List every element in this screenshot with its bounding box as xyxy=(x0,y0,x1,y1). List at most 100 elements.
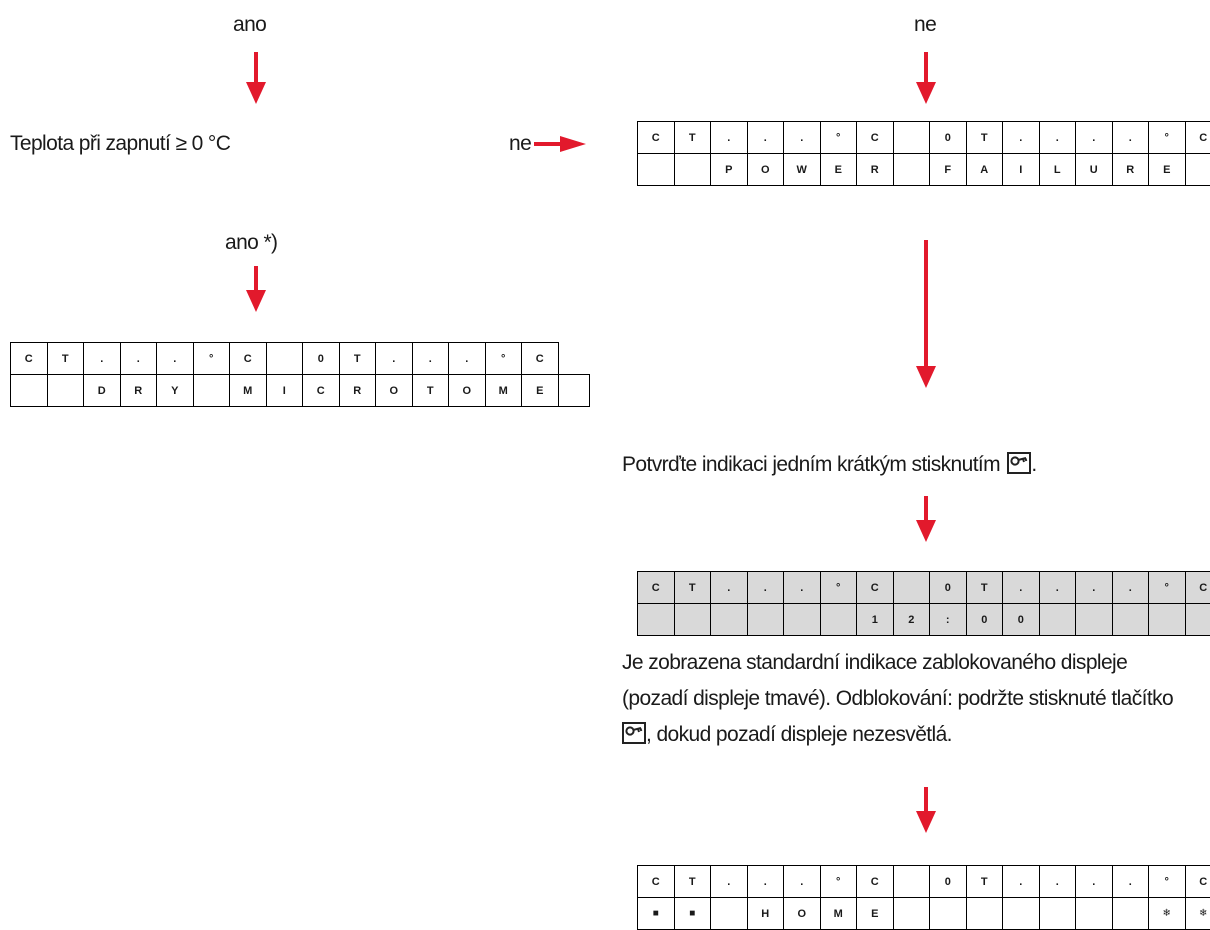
block-icon: ■ xyxy=(638,898,675,930)
display-cell: . xyxy=(120,343,157,375)
display-cell: . xyxy=(1112,122,1149,154)
display-cell: W xyxy=(784,154,821,186)
display-cell: . xyxy=(747,572,784,604)
temp-question-text: Teplota při zapnutí ≥ 0 °C xyxy=(10,132,230,155)
display-cell: . xyxy=(1039,572,1076,604)
display-cell: T xyxy=(966,866,1003,898)
display-cell: C xyxy=(522,343,559,375)
display-cell xyxy=(711,604,748,636)
display-cell: Y xyxy=(157,375,194,407)
display-cell xyxy=(893,572,930,604)
label-ano-top: ano xyxy=(233,12,266,38)
display-cell: ° xyxy=(1149,122,1186,154)
display-cell: T xyxy=(412,375,449,407)
display-cell xyxy=(711,898,748,930)
display-cell: . xyxy=(711,572,748,604)
display-cell: O xyxy=(449,375,486,407)
display-cell: . xyxy=(711,122,748,154)
arrow-down-2 xyxy=(246,266,266,312)
display-cell: T xyxy=(674,866,711,898)
display-cell xyxy=(1076,898,1113,930)
display-cell: : xyxy=(930,604,967,636)
display-cell xyxy=(193,375,230,407)
display-cell: . xyxy=(1112,866,1149,898)
display-cell: 0 xyxy=(1003,604,1040,636)
display-cell: . xyxy=(157,343,194,375)
display-cell: . xyxy=(747,866,784,898)
arrow-right xyxy=(534,136,586,152)
label-ano-star: ano *) xyxy=(225,230,277,256)
display-cell xyxy=(893,866,930,898)
display-cell: C xyxy=(857,122,894,154)
display-cell: U xyxy=(1076,154,1113,186)
display-cell: E xyxy=(1149,154,1186,186)
display-cell: T xyxy=(339,343,376,375)
display-cell: E xyxy=(522,375,559,407)
display-cell: ° xyxy=(820,122,857,154)
display-cell xyxy=(47,375,84,407)
display-cell: O xyxy=(376,375,413,407)
key-icon xyxy=(1007,452,1031,474)
display-cell: O xyxy=(747,154,784,186)
display-cell: C xyxy=(11,343,48,375)
display-cell: ° xyxy=(193,343,230,375)
display-cell: ° xyxy=(1149,572,1186,604)
arrow-down-4 xyxy=(916,240,936,388)
display-cell: T xyxy=(966,572,1003,604)
display-cell: M xyxy=(820,898,857,930)
display-cell: . xyxy=(84,343,121,375)
display-cell xyxy=(558,375,590,407)
display-cell: R xyxy=(339,375,376,407)
info-line-3-text: , dokud pozadí displeje nezesvětlá. xyxy=(646,723,952,746)
display-cell: F xyxy=(930,154,967,186)
display-cell xyxy=(638,604,675,636)
info-line-3: , dokud pozadí displeje nezesvětlá. xyxy=(622,722,952,748)
display-cell: . xyxy=(1003,572,1040,604)
display-cell: C xyxy=(857,866,894,898)
display-cell: ° xyxy=(820,572,857,604)
display-cell: . xyxy=(1039,122,1076,154)
display-cell: 0 xyxy=(930,866,967,898)
display-cell: P xyxy=(711,154,748,186)
display-cell: T xyxy=(674,572,711,604)
display-cell: C xyxy=(1185,866,1210,898)
display-cell: R xyxy=(120,375,157,407)
display-cell: O xyxy=(784,898,821,930)
display-cell xyxy=(1039,898,1076,930)
display-cell: C xyxy=(303,375,340,407)
display-cell: T xyxy=(674,122,711,154)
display-cell xyxy=(784,604,821,636)
display-cell xyxy=(1112,898,1149,930)
display-cell: . xyxy=(1076,572,1113,604)
display-cell: C xyxy=(1185,572,1210,604)
display-cell: H xyxy=(747,898,784,930)
display-cell xyxy=(1185,604,1210,636)
arrow-down-5 xyxy=(916,496,936,542)
arrow-down-1 xyxy=(246,52,266,104)
confirm-text: Potvrďte indikaci jedním krátkým stisknu… xyxy=(622,453,1000,476)
display-cell: R xyxy=(1112,154,1149,186)
display-cell: . xyxy=(784,866,821,898)
display-cell xyxy=(893,154,930,186)
display-cell: . xyxy=(449,343,486,375)
display-cell xyxy=(893,898,930,930)
display-cell xyxy=(1112,604,1149,636)
display-cell xyxy=(638,154,675,186)
display-cell: ° xyxy=(820,866,857,898)
display-cell: . xyxy=(376,343,413,375)
display-cell xyxy=(966,898,1003,930)
display-cell: . xyxy=(711,866,748,898)
confirm-instruction: Potvrďte indikaci jedním krátkým stisknu… xyxy=(622,452,1037,478)
display-cell xyxy=(930,898,967,930)
display-cell xyxy=(1149,604,1186,636)
display-cell: 0 xyxy=(966,604,1003,636)
